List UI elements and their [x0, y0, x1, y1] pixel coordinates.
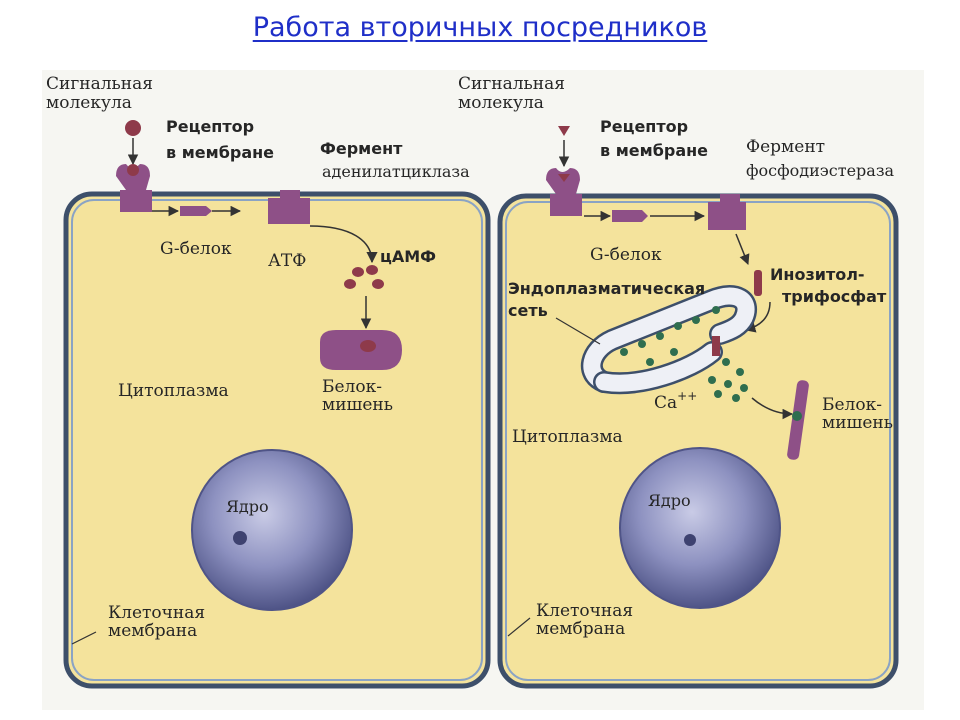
- left-signal-molecule-icon: [125, 120, 141, 136]
- right-bound-signal-icon: [558, 174, 570, 182]
- left-enzyme-label-1: Фермент: [320, 139, 403, 158]
- right-enzyme-label-1: Фермент: [746, 137, 825, 157]
- right-ca-dot: [646, 358, 654, 366]
- left-signal-label-2: молекула: [46, 93, 132, 113]
- left-membrane-pointer: [71, 631, 97, 645]
- right-receptor-icon: [546, 168, 582, 216]
- right-released-ca-dot: [722, 358, 730, 366]
- right-calcium-label: Са++: [654, 389, 697, 413]
- left-membrane-label-2: мембрана: [108, 621, 197, 641]
- right-released-ca-dot: [740, 384, 748, 392]
- right-er-lumen-lower: [595, 343, 721, 392]
- left-atp-to-camp-arrow: [309, 225, 378, 264]
- left-target-label-1: Белок-: [322, 377, 382, 397]
- right-target-bound-ca-icon: [792, 411, 802, 421]
- left-cytoplasm-label: Цитоплазма: [118, 381, 229, 401]
- left-receptor-label-2: в мембране: [166, 143, 274, 162]
- left-receptor-icon: [116, 164, 152, 212]
- right-released-ca-dot: [732, 394, 740, 402]
- right-enzyme-to-ip3-arrow: [735, 233, 750, 265]
- right-ca-dot: [670, 348, 678, 356]
- right-released-ca-dot: [736, 368, 744, 376]
- left-signal-label-1: Сигнальная: [46, 74, 153, 94]
- left-bound-signal-icon: [127, 164, 139, 176]
- right-er-channel-icon: [712, 336, 720, 356]
- right-ca-to-target-arrow: [751, 397, 794, 420]
- right-released-ca-dot: [724, 380, 732, 388]
- right-nucleolus-icon: [684, 534, 696, 546]
- left-camp-dot: [372, 279, 384, 289]
- right-ip3-label-1: Инозитол-: [770, 265, 865, 284]
- left-nucleus-icon: [191, 449, 353, 611]
- right-enzyme-label-2: фосфодиэстераза: [746, 161, 895, 180]
- left-camp-dot: [366, 265, 378, 275]
- right-ca-dot: [692, 316, 700, 324]
- right-released-ca-dot: [708, 376, 716, 384]
- right-ca-dot: [620, 348, 628, 356]
- right-membrane-label-2: мембрана: [536, 619, 625, 639]
- left-cell-body: [63, 191, 491, 689]
- left-g-protein-icon: [180, 206, 212, 216]
- right-ip3-label-2: трифосфат: [782, 287, 887, 306]
- left-enzyme-icon: [268, 190, 310, 224]
- right-er-label-1: Эндоплазматическая: [508, 279, 705, 298]
- left-g-protein-label: G-белок: [160, 239, 232, 259]
- right-ca-dot: [638, 340, 646, 348]
- right-enzyme-icon: [708, 194, 746, 230]
- left-camp-label: цАМФ: [380, 247, 436, 266]
- right-ca-dot: [712, 306, 720, 314]
- right-ca-dot: [674, 322, 682, 330]
- right-er-lumen: [583, 287, 755, 391]
- right-target-label-1: Белок-: [822, 395, 882, 415]
- right-g-protein-label: G-белок: [590, 245, 662, 265]
- left-target-protein-icon: [320, 330, 402, 370]
- right-membrane-label-1: Клеточная: [536, 601, 633, 621]
- right-ip3-icon: [754, 270, 762, 296]
- left-nucleus-label: Ядро: [226, 497, 269, 516]
- left-target-label-2: мишень: [322, 395, 393, 415]
- right-cell: Сигнальная молекула Рецептор в мембране …: [458, 74, 899, 689]
- right-membrane-pointer: [507, 617, 531, 637]
- left-cell: Сигнальная молекула Рецептор в мембране …: [46, 74, 491, 689]
- left-camp-dot: [344, 279, 356, 289]
- left-target-bound-camp-icon: [360, 340, 376, 352]
- slide-title: Работа вторичных посредников: [252, 12, 708, 43]
- right-signal-label-1: Сигнальная: [458, 74, 565, 94]
- right-receptor-label-1: Рецептор: [600, 117, 688, 136]
- left-membrane-label-1: Клеточная: [108, 603, 205, 623]
- right-signal-label-2: молекула: [458, 93, 544, 113]
- right-nucleus-icon: [619, 447, 781, 609]
- right-er-pointer: [555, 317, 601, 345]
- left-atp-label: АТФ: [268, 251, 306, 271]
- left-nucleolus-icon: [233, 531, 247, 545]
- left-enzyme-label-2: аденилатциклаза: [322, 162, 470, 181]
- right-signal-molecule-icon: [558, 126, 570, 136]
- right-released-ca-dot: [714, 390, 722, 398]
- right-nucleus-label: Ядро: [648, 491, 691, 510]
- right-cell-body: [497, 193, 899, 689]
- right-receptor-label-2: в мембране: [600, 141, 708, 160]
- right-cell-membrane-inner: [505, 201, 891, 681]
- right-ca-dot: [656, 332, 664, 340]
- left-receptor-label-1: Рецептор: [166, 117, 254, 136]
- right-cytoplasm-label: Цитоплазма: [512, 427, 623, 447]
- right-target-label-2: мишень: [822, 413, 893, 433]
- left-camp-dot: [352, 267, 364, 277]
- right-g-protein-icon: [612, 210, 648, 222]
- right-er-label-2: сеть: [508, 301, 548, 320]
